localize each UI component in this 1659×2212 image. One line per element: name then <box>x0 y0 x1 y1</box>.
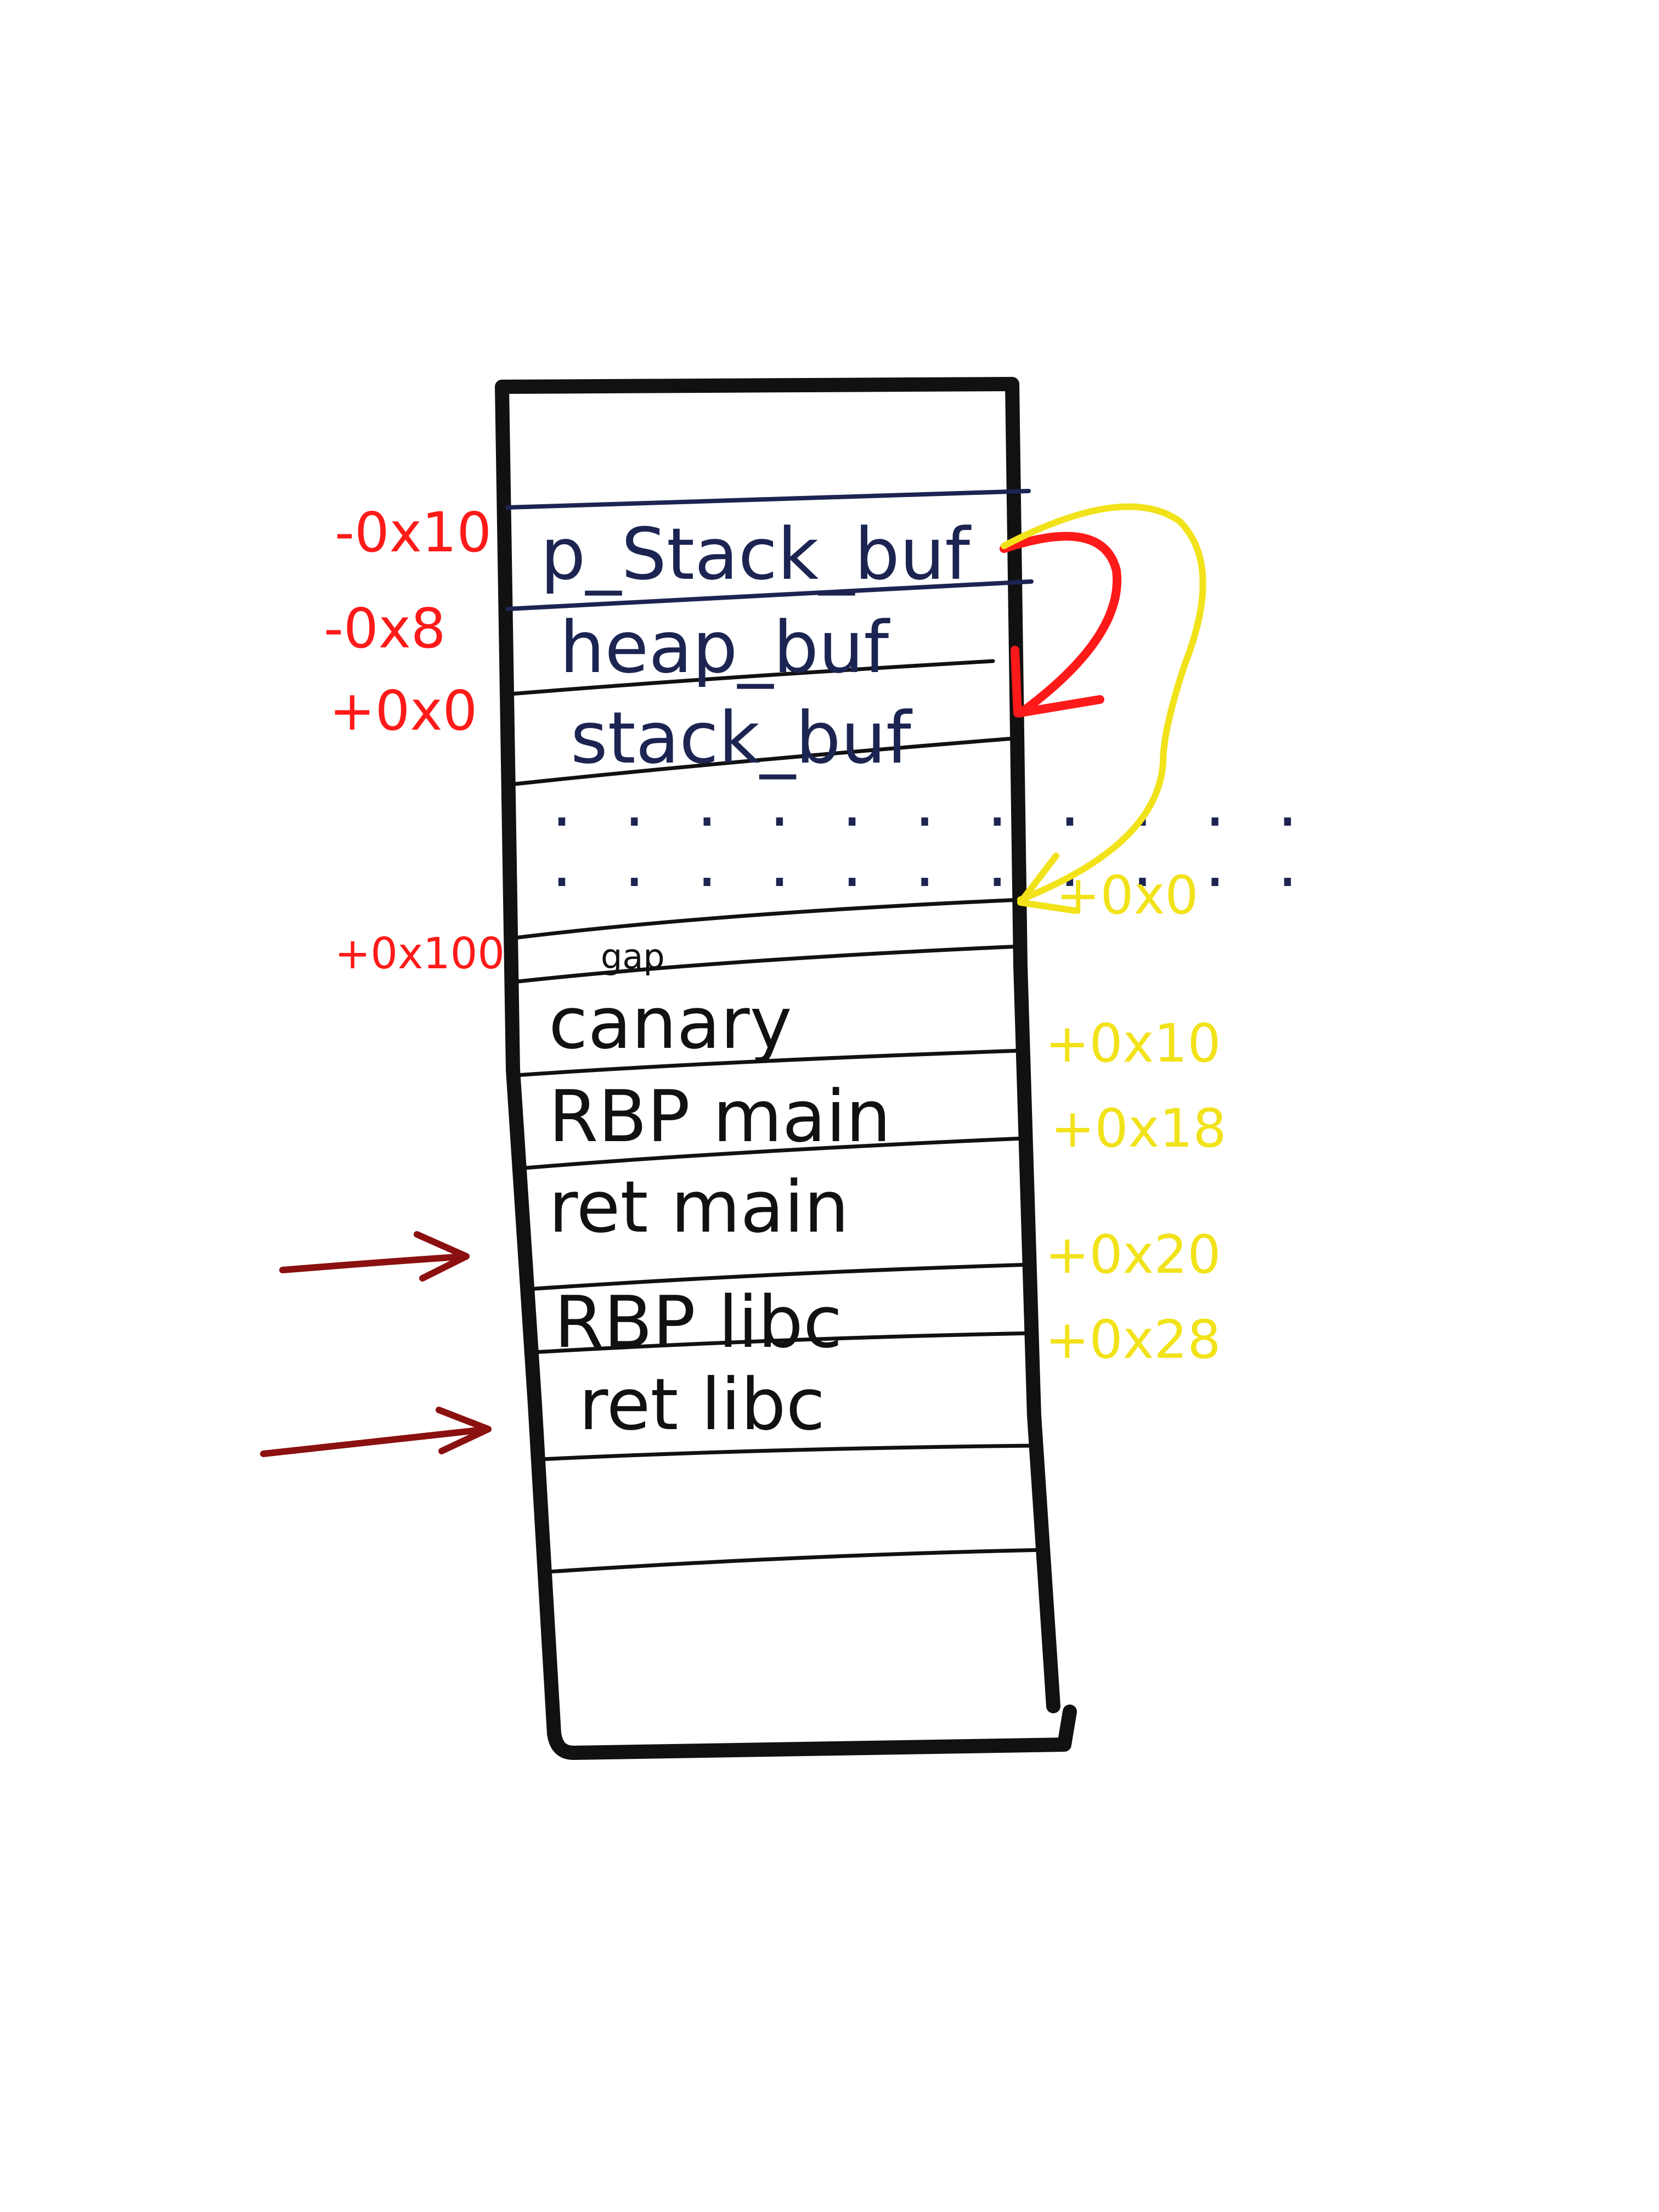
divider-ret-libc <box>538 1443 1042 1462</box>
dark-red-arrow-ret-libc <box>260 1407 492 1457</box>
divider-empty-1 <box>546 1548 1047 1574</box>
divider-heap-buf <box>508 659 995 696</box>
divider-p-stack-buf <box>505 579 1034 611</box>
cell-p-stack-buf: p_Stack_buf <box>540 512 972 596</box>
dark-red-arrow-ret-main <box>279 1231 470 1282</box>
offset-right-rbp-libc: +0x28 <box>1045 1309 1221 1370</box>
offset-left-p-stack-buf: -0x10 <box>335 500 492 565</box>
divider-top <box>505 489 1031 510</box>
cell-dots-1: . . . . . . . . . . . <box>551 765 1313 842</box>
yellow-pointer-arrow <box>1001 503 1206 914</box>
cell-heap-buf: heap_buf <box>560 606 890 689</box>
offset-right-rbp-main: +0x18 <box>1051 1098 1226 1159</box>
offset-right-canary: +0x10 <box>1045 1013 1221 1074</box>
divider-stack-buf <box>508 736 1023 787</box>
divider-dots <box>511 898 1023 940</box>
divider-ret-main <box>524 1262 1034 1291</box>
offset-right-ret-main: +0x20 <box>1045 1224 1221 1285</box>
cell-stack-buf: stack_buf <box>571 696 913 780</box>
offset-left-heap-buf: -0x8 <box>324 596 446 661</box>
offset-left-stack-buf: +0x0 <box>329 679 477 743</box>
cell-ret-libc: ret libc <box>579 1363 825 1446</box>
divider-canary <box>514 1048 1023 1077</box>
offset-left-gap: +0x100 <box>335 929 505 979</box>
red-pointer-arrow <box>1000 532 1122 718</box>
divider-rbp-libc <box>530 1331 1036 1355</box>
stack-frame <box>495 377 1077 1760</box>
cell-dots-2: . . . . . . . . . . . <box>551 826 1313 902</box>
cell-rbp-main: RBP main <box>549 1075 891 1158</box>
cell-rbp-libc: RBP libc <box>554 1280 842 1364</box>
divider-rbp-main <box>516 1136 1025 1171</box>
cell-ret-main: ret main <box>549 1165 849 1249</box>
cell-gap: gap <box>601 936 665 977</box>
black-dividers <box>508 659 1047 1574</box>
divider-gap <box>511 944 1023 984</box>
navy-dividers <box>505 489 1034 611</box>
cell-canary: canary <box>549 981 792 1065</box>
